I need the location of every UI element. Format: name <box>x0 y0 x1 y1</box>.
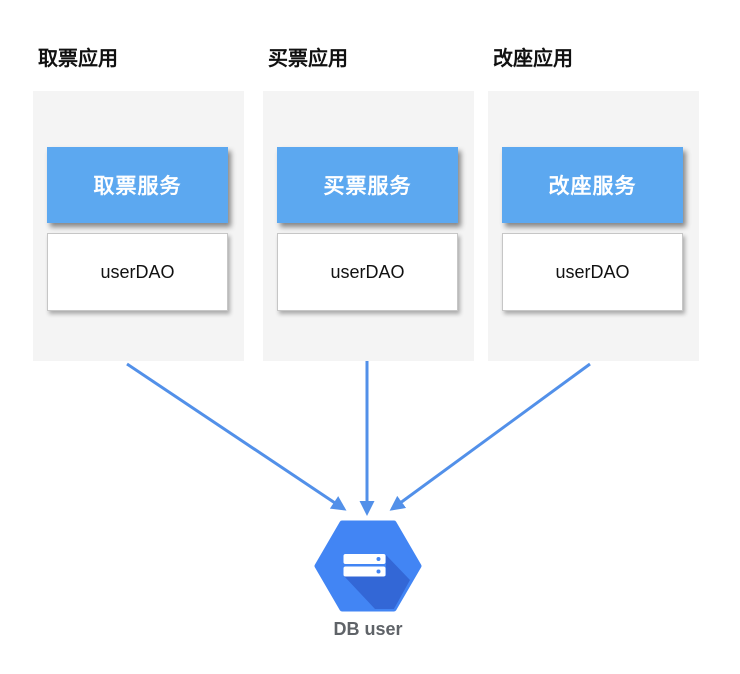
app-panel <box>488 91 699 361</box>
app-title: 改座应用 <box>493 48 573 70</box>
arrow-gaizuo-to-db <box>389 362 591 511</box>
dao-box-label: userDAO <box>555 261 630 282</box>
app-group-gaizuo: 改座应用 改座服务 userDAO <box>488 0 699 361</box>
app-title: 取票应用 <box>38 48 118 70</box>
arrow-qupiao-to-db <box>126 362 347 511</box>
service-box-label: 买票服务 <box>323 175 412 198</box>
app-panel <box>263 91 474 361</box>
db-bar-bottom-dot <box>376 569 381 574</box>
service-box: 买票服务 <box>277 147 458 223</box>
app-panel <box>33 91 244 361</box>
hexagon-inner-shadow <box>344 555 410 609</box>
service-box: 取票服务 <box>47 147 228 223</box>
dao-box: userDAO <box>47 233 228 311</box>
database-hexagon-icon <box>314 520 422 612</box>
dao-box: userDAO <box>502 233 683 311</box>
dao-box-label: userDAO <box>330 261 405 282</box>
database-label: DB user <box>333 619 403 639</box>
app-group-maipiao: 买票应用 买票服务 userDAO <box>263 0 474 361</box>
service-box-label: 改座服务 <box>548 175 637 198</box>
service-box: 改座服务 <box>502 147 683 223</box>
db-bar-bottom <box>343 566 386 577</box>
db-bar-top-dot <box>376 557 381 561</box>
dao-box: userDAO <box>277 233 458 311</box>
app-group-qupiao: 取票应用 取票服务 userDAO <box>33 0 244 361</box>
app-title: 买票应用 <box>268 48 348 70</box>
service-box-label: 取票服务 <box>93 175 182 198</box>
dao-box-label: userDAO <box>100 261 175 282</box>
db-bar-top <box>343 554 386 564</box>
